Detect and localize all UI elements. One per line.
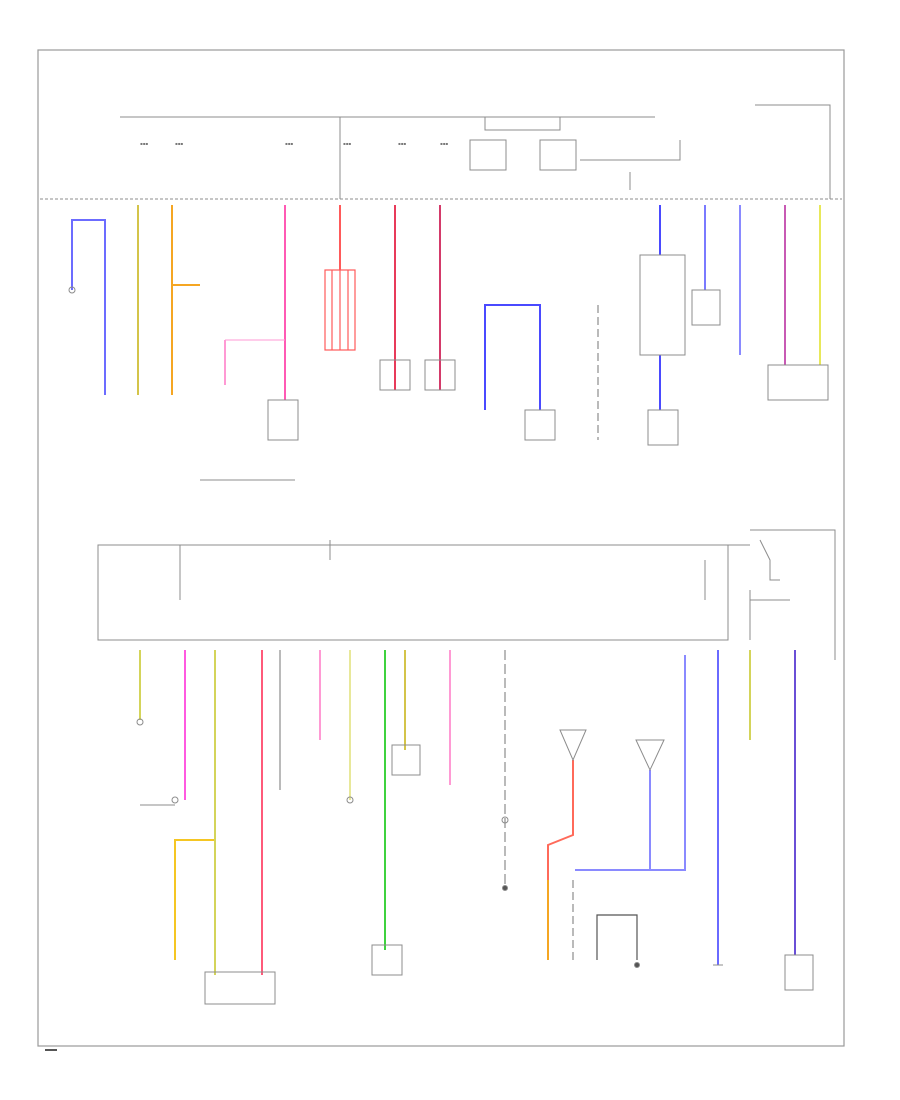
svg-text:▪▪▪: ▪▪▪ [440, 141, 448, 146]
middle-bus [97, 529, 836, 660]
module-box-10 [784, 954, 814, 991]
module-box-1 [267, 399, 299, 441]
wire-blue-8 [650, 655, 686, 871]
module-box-6 [647, 409, 679, 446]
connector-tri-2 [635, 739, 665, 772]
module-box-3 [424, 359, 456, 391]
connector-1 [346, 796, 354, 804]
wire-blue-2 [484, 304, 541, 410]
svg-text:▪▪▪: ▪▪▪ [175, 141, 183, 146]
wire-red-5 [547, 760, 574, 960]
connector-3 [502, 885, 508, 891]
bottom-wires [139, 650, 796, 975]
ground-symbol-2 [136, 718, 144, 726]
bottom-components [136, 718, 814, 1005]
module-box-8 [391, 744, 421, 776]
ground-symbol-1 [68, 286, 76, 294]
svg-text:▪▪▪: ▪▪▪ [398, 141, 406, 146]
svg-text:▪▪▪: ▪▪▪ [140, 141, 148, 146]
connector-tri-1 [559, 729, 587, 762]
module-box-7 [767, 364, 829, 401]
wire-gray-4 [596, 914, 638, 960]
module-box-2 [379, 359, 411, 391]
top-fuse-labels: ▪▪▪ ▪▪▪ ▪▪▪ ▪▪▪ ▪▪▪ ▪▪▪ [140, 141, 448, 146]
transmission-module [204, 971, 276, 1005]
diagram-frame [37, 49, 845, 1047]
module-box-9 [371, 944, 403, 976]
connector-4 [634, 962, 640, 968]
page-mark [45, 1049, 57, 1051]
ground-symbol-3 [171, 796, 179, 804]
module-box-4 [524, 409, 556, 441]
wire-blue-7 [575, 770, 651, 871]
top-components [68, 254, 829, 481]
top-bus [40, 104, 842, 200]
wire-blue-1 [71, 219, 106, 395]
relay-box [639, 254, 686, 356]
svg-text:▪▪▪: ▪▪▪ [343, 141, 351, 146]
wire-orange-2 [174, 839, 215, 960]
svg-text:▪▪▪: ▪▪▪ [285, 141, 293, 146]
module-box-5 [691, 289, 721, 326]
connector-2 [501, 816, 509, 824]
top-wires [71, 205, 821, 440]
